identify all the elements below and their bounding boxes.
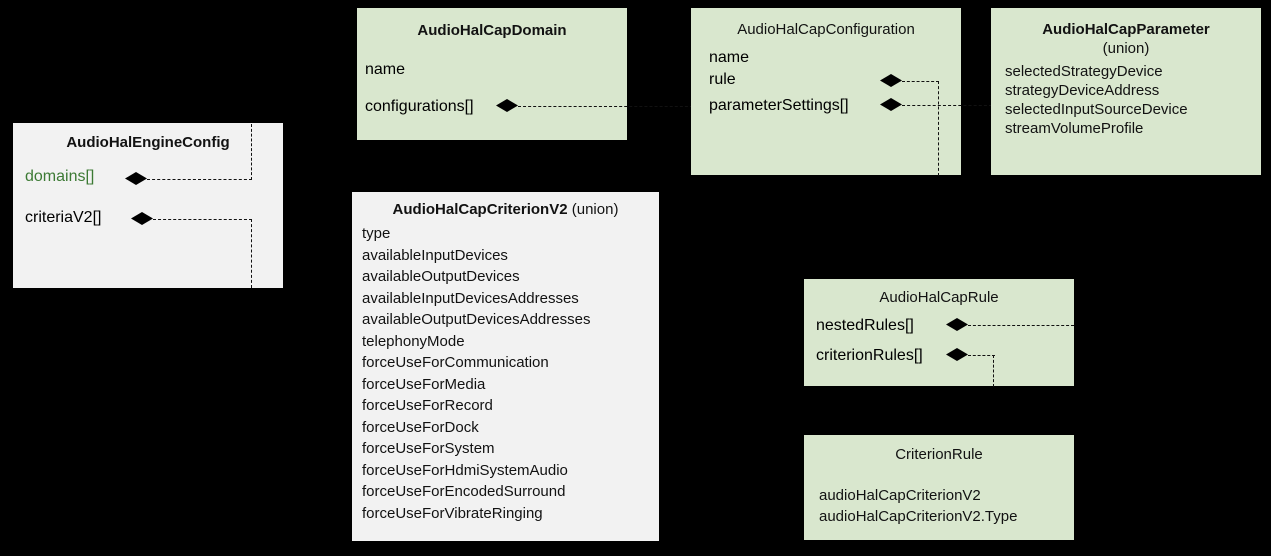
attribute-name-configuration: name bbox=[709, 49, 750, 66]
attribute-availableinputdevices: availableInputDevices bbox=[362, 246, 508, 264]
composition-diamond-domains bbox=[125, 172, 147, 185]
attribute-list-audiohalcapcriterionv2: type availableInputDevices availableOutp… bbox=[362, 223, 590, 524]
class-node-audiohalcapdomain[interactable]: AudioHalCapDomain name configurations[] bbox=[357, 8, 627, 140]
edge-domains-horizontal bbox=[147, 179, 252, 180]
class-title-criterionrule: CriterionRule bbox=[895, 446, 983, 463]
attribute-availableinputdevicesaddresses: availableInputDevicesAddresses bbox=[362, 289, 579, 307]
edge-rule-horizontal bbox=[902, 81, 939, 82]
attribute-forceuseforvibrateringing: forceUseForVibrateRinging bbox=[362, 504, 543, 522]
edge-rule-vertical bbox=[938, 81, 939, 176]
edge-criteriav2-vertical bbox=[251, 219, 252, 288]
composition-diamond-nestedrules bbox=[946, 318, 968, 331]
class-title-text-audiohalcapcriterionv2: AudioHalCapCriterionV2 bbox=[392, 201, 568, 218]
edge-domains-vertical bbox=[251, 124, 252, 180]
attribute-selectedstrategydevice: selectedStrategyDevice bbox=[1005, 63, 1163, 80]
class-subtitle-audiohalcapcriterionv2: (union) bbox=[571, 201, 619, 218]
attribute-nestedrules: nestedRules[] bbox=[816, 317, 914, 334]
attribute-forceuseforencodedsurround: forceUseForEncodedSurround bbox=[362, 483, 566, 500]
composition-diamond-criteriav2 bbox=[131, 212, 153, 225]
attribute-domains: domains[] bbox=[25, 168, 95, 185]
attribute-telephonymode: telephonyMode bbox=[362, 332, 465, 350]
edge-configurations-horizontal bbox=[518, 106, 698, 107]
attribute-forceuseforsystem: forceUseForSystem bbox=[362, 440, 495, 457]
class-node-audiohalengineconfig[interactable]: AudioHalEngineConfig domains[] criteriaV… bbox=[13, 123, 283, 288]
attribute-list-audiohalcapparameter: selectedStrategyDevice strategyDeviceAdd… bbox=[1005, 62, 1188, 138]
edge-criterionrules-vertical bbox=[993, 355, 994, 387]
attribute-criteriav2: criteriaV2[] bbox=[25, 209, 102, 226]
attribute-forceuseforhdmisystemaudio: forceUseForHdmiSystemAudio bbox=[362, 461, 568, 479]
class-title-audiohalcapparameter: AudioHalCapParameter bbox=[1042, 21, 1210, 38]
class-node-audiohalcapconfiguration[interactable]: AudioHalCapConfiguration name rule param… bbox=[691, 8, 961, 175]
class-node-audiohalcaprule[interactable]: AudioHalCapRule nestedRules[] criterionR… bbox=[804, 279, 1074, 386]
composition-diamond-configurations bbox=[496, 99, 518, 112]
composition-diamond-criterionrules bbox=[946, 348, 968, 361]
attribute-configurations: configurations[] bbox=[365, 98, 474, 115]
edge-nestedrules-horizontal bbox=[968, 325, 1074, 326]
class-title-audiohalcaprule: AudioHalCapRule bbox=[879, 289, 999, 306]
class-title-audiohalcapcriterionv2: AudioHalCapCriterionV2 (union) bbox=[352, 200, 659, 219]
attribute-availableoutputdevices: availableOutputDevices bbox=[362, 268, 520, 285]
class-title-audiohalcapdomain: AudioHalCapDomain bbox=[417, 22, 567, 39]
edge-parametersettings-horizontal bbox=[902, 105, 992, 106]
class-node-audiohalcapparameter[interactable]: AudioHalCapParameter (union) selectedStr… bbox=[991, 8, 1261, 175]
composition-diamond-rule bbox=[880, 74, 902, 87]
attribute-audiohalcapcriterionv2-type: audioHalCapCriterionV2.Type bbox=[819, 508, 1018, 525]
attribute-list-criterionrule: audioHalCapCriterionV2 audioHalCapCriter… bbox=[819, 485, 1017, 527]
attribute-audiohalcapcriterionv2: audioHalCapCriterionV2 bbox=[819, 487, 981, 504]
class-title-audiohalengineconfig: AudioHalEngineConfig bbox=[66, 134, 230, 151]
class-title-audiohalcapconfiguration: AudioHalCapConfiguration bbox=[737, 21, 915, 38]
attribute-strategydeviceaddress: strategyDeviceAddress bbox=[1005, 82, 1160, 99]
class-node-criterionrule[interactable]: CriterionRule audioHalCapCriterionV2 aud… bbox=[804, 435, 1074, 540]
attribute-forceuseforcommunication: forceUseForCommunication bbox=[362, 354, 549, 371]
class-node-audiohalcapcriterionv2[interactable]: AudioHalCapCriterionV2 (union) type avai… bbox=[352, 192, 659, 541]
edge-criterionrules-horizontal bbox=[968, 355, 995, 356]
attribute-forceusefordock: forceUseForDock bbox=[362, 418, 479, 436]
attribute-type: type bbox=[362, 225, 391, 242]
attribute-parametersettings: parameterSettings[] bbox=[709, 97, 849, 114]
attribute-selectedinputsourcedevice: selectedInputSourceDevice bbox=[1005, 101, 1188, 118]
attribute-forceuseformedia: forceUseForMedia bbox=[362, 375, 486, 393]
attribute-forceuseforrecord: forceUseForRecord bbox=[362, 397, 493, 414]
composition-diamond-parametersettings bbox=[880, 98, 902, 111]
edge-criteriav2-horizontal bbox=[153, 219, 252, 220]
attribute-streamvolumeprofile: streamVolumeProfile bbox=[1005, 120, 1144, 137]
attribute-criterionrules: criterionRules[] bbox=[816, 347, 923, 364]
attribute-rule: rule bbox=[709, 71, 736, 88]
attribute-name-domain: name bbox=[365, 61, 406, 78]
class-subtitle-audiohalcapparameter: (union) bbox=[1102, 40, 1150, 57]
attribute-availableoutputdevicesaddresses: availableOutputDevicesAddresses bbox=[362, 311, 591, 328]
